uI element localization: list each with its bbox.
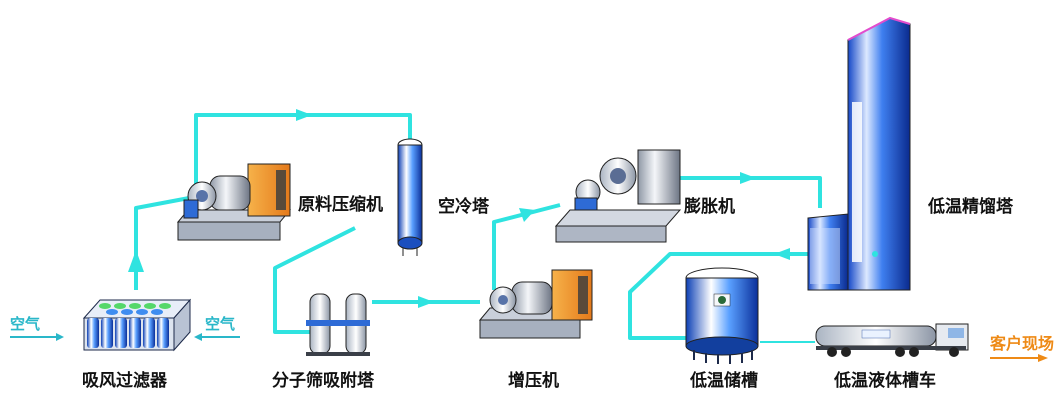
flow-arrow-right <box>296 109 312 121</box>
raw-compressor-label: 原料压缩机 <box>298 194 383 215</box>
pipe-expander-to-column <box>640 176 822 208</box>
expander-turbine <box>554 149 682 243</box>
arrow-right-icon <box>56 333 64 341</box>
storage-tank-label: 低温储槽 <box>689 370 758 391</box>
air-inlet-right: 空气 <box>194 315 240 341</box>
pipe-column-to-tank <box>628 252 875 340</box>
filter-cartridges <box>87 303 171 348</box>
cryogenic-tanker-truck <box>815 323 969 357</box>
tank-legs <box>693 350 753 364</box>
filter-label: 吸风过滤器 <box>82 370 168 391</box>
flow-arrow-left <box>774 248 790 260</box>
arrow-left-icon <box>194 333 202 341</box>
flow-arrow-up <box>128 250 144 272</box>
inlet-right-label: 空气 <box>205 315 235 333</box>
expander-label: 膨胀机 <box>684 196 735 217</box>
customer-site-label: 客户现场 <box>990 334 1054 353</box>
flow-arrow-right-3 <box>740 172 756 184</box>
booster-compressor <box>478 269 593 339</box>
air-cooling-tower <box>397 138 423 256</box>
raw-air-compressor <box>176 163 292 241</box>
cryogenic-storage-tank <box>685 267 759 364</box>
air-cooling-tower-label: 空冷塔 <box>438 196 490 217</box>
inlet-left-label: 空气 <box>10 315 40 333</box>
distillation-column-label: 低温精馏塔 <box>927 196 1014 217</box>
flow-arrow-upright <box>519 208 535 222</box>
customer-site-arrow: 客户现场 <box>990 334 1054 362</box>
cryogenic-distillation-column <box>807 16 911 291</box>
intake-filter <box>82 298 192 352</box>
tanker-truck-label: 低温液体槽车 <box>833 370 936 391</box>
pipe-cooler-to-sieve <box>273 226 356 334</box>
flow-arrow-right-2 <box>418 296 434 308</box>
pipe-booster-to-expander <box>492 203 561 290</box>
air-inlet-left: 空气 <box>10 315 64 341</box>
arrow-right-orange-icon <box>1038 354 1048 362</box>
molecular-sieve-label: 分子筛吸附塔 <box>272 370 375 391</box>
pipes <box>128 109 875 343</box>
booster-label: 增压机 <box>508 370 559 391</box>
molecular-sieve-adsorber <box>306 293 370 356</box>
